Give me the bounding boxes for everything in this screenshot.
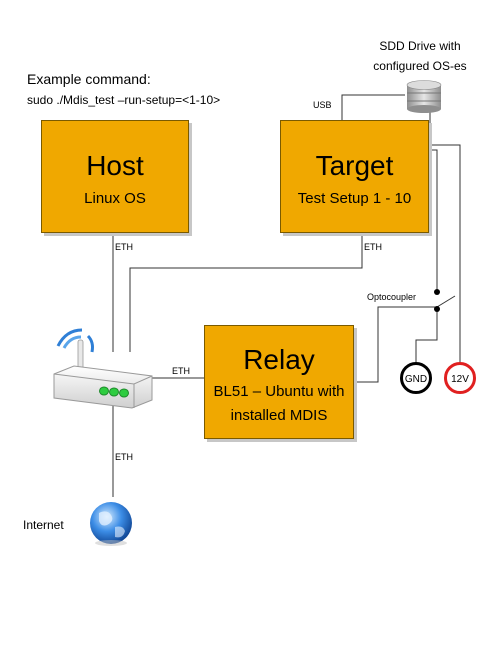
host-title: Host	[86, 150, 144, 181]
gnd-terminal: GND	[400, 362, 432, 394]
switch-blade	[436, 295, 456, 308]
usb-line	[341, 94, 405, 120]
host-box: Host Linux OS	[41, 120, 189, 233]
relay-box: Relay BL51 – Ubuntu with installed MDIS	[204, 325, 354, 439]
router-icon	[53, 328, 153, 409]
optocoupler-label: Optocoupler	[367, 292, 417, 302]
relay-line2: installed MDIS	[230, 407, 328, 424]
eth-internet-label: ETH	[115, 452, 133, 462]
internet-label: Internet	[23, 518, 64, 532]
drive-power-line	[429, 110, 461, 368]
eth-target-label: ETH	[364, 242, 382, 252]
gnd-line	[415, 310, 438, 362]
relay-line1: BL51 – Ubuntu with	[213, 383, 345, 400]
target-subtitle: Test Setup 1 - 10	[297, 190, 412, 207]
command-text: sudo ./Mdis_test –run-setup=<1-10>	[27, 93, 221, 107]
switch-contact-top	[434, 289, 440, 295]
target-box: Target Test Setup 1 - 10	[280, 120, 429, 233]
eth-relay-label: ETH	[172, 366, 190, 376]
target-title: Target	[315, 150, 394, 181]
ssd-label-line1: SDD Drive with	[379, 39, 461, 53]
ssd-label-line2: configured OS-es	[373, 59, 467, 73]
v12-terminal: 12V	[444, 362, 476, 394]
globe-icon	[90, 502, 132, 546]
optocoupler-line	[354, 306, 437, 383]
host-subtitle: Linux OS	[84, 190, 146, 207]
eth-target-line	[129, 234, 363, 352]
relay-title: Relay	[243, 344, 315, 375]
usb-label: USB	[313, 100, 332, 110]
database-drive-icon	[406, 80, 442, 113]
command-heading: Example command:	[27, 71, 151, 87]
eth-host-label: ETH	[115, 242, 133, 252]
ssd-drive-label: SDD Drive with configured OS-es	[360, 36, 480, 76]
switch-contact-bottom	[434, 306, 440, 312]
